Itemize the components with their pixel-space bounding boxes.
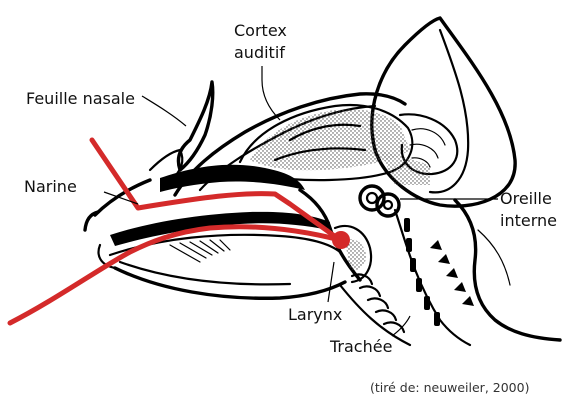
sound-path-lower — [7, 224, 343, 326]
inner-ear-ossicles — [358, 184, 401, 218]
label-oreille-line1: Oreille — [500, 189, 552, 208]
anatomy-drawing — [83, 16, 562, 347]
trachea-rings — [350, 273, 406, 334]
snout-tip — [83, 210, 100, 232]
lower-jaw-inner — [118, 260, 292, 286]
brain-fold-1 — [288, 123, 362, 142]
spine-line — [393, 208, 472, 347]
skin-line — [477, 229, 511, 286]
brainstem-stipple — [380, 150, 430, 185]
leader-lines — [103, 66, 498, 337]
lower-jaw — [113, 266, 347, 300]
brain-fold-2 — [273, 147, 367, 162]
label-oreille-line2: interne — [500, 211, 557, 230]
neck-muscle-marks — [430, 240, 474, 306]
larynx-stipple — [345, 238, 366, 271]
label-narine: Narine — [24, 177, 77, 196]
skull-outline — [173, 92, 407, 197]
chin — [97, 243, 117, 270]
citation: (tiré de: neuweiler, 2000) — [370, 380, 529, 395]
label-feuille-nasale: Feuille nasale — [26, 89, 135, 108]
label-trachee: Trachée — [329, 337, 392, 356]
label-larynx: Larynx — [288, 305, 342, 324]
snout-top — [93, 178, 152, 217]
palate-band — [110, 211, 330, 246]
nose-leaf — [176, 80, 215, 172]
label-cortex-line2: auditif — [234, 43, 285, 62]
sound-source-larynx — [332, 231, 350, 249]
pharynx-wall — [298, 188, 362, 282]
label-cortex-line1: Cortex — [234, 21, 287, 40]
neck-outline — [453, 198, 562, 342]
sound-path — [7, 137, 350, 326]
ear-pinna-inner — [428, 28, 470, 194]
trachea-front — [338, 283, 412, 347]
brain-outline — [238, 103, 414, 182]
sound-path-upper — [89, 137, 343, 243]
mouth-striations — [169, 239, 231, 263]
sinus-band — [160, 164, 305, 192]
larynx-body — [333, 224, 373, 284]
nose-leaf-body — [148, 148, 184, 182]
